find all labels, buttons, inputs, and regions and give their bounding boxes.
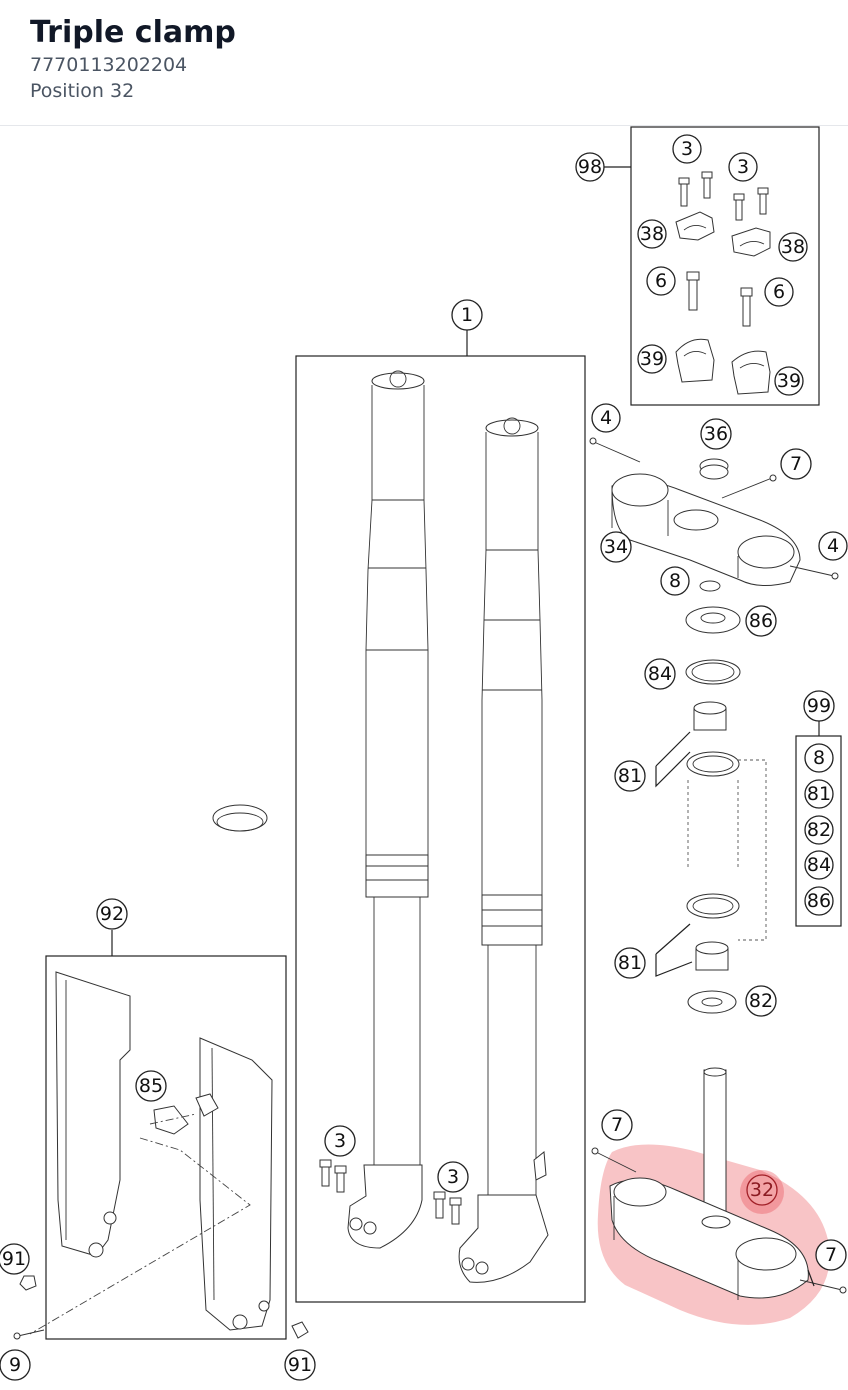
screw-parts — [678, 171, 769, 221]
svg-text:4: 4 — [600, 407, 612, 429]
svg-text:3: 3 — [681, 138, 693, 160]
header: Triple clamp 7770113202204 Position 32 — [0, 0, 848, 126]
svg-text:86: 86 — [749, 610, 773, 632]
kit-item-86[interactable]: 86 — [804, 886, 834, 916]
callout-98[interactable]: 98 — [575, 152, 605, 182]
callout-36[interactable]: 36 — [700, 418, 732, 450]
page-title: Triple clamp — [30, 15, 236, 50]
callout-34[interactable]: 34 — [600, 531, 632, 563]
svg-text:8: 8 — [669, 570, 681, 592]
svg-text:9: 9 — [9, 1354, 21, 1376]
callout-6[interactable]: 6 — [646, 266, 676, 296]
svg-text:81: 81 — [618, 952, 642, 974]
callout-3[interactable]: 3 — [672, 134, 702, 164]
svg-text:91: 91 — [2, 1248, 26, 1270]
small-screw-parts — [13, 1275, 309, 1340]
callout-82[interactable]: 82 — [745, 985, 777, 1017]
svg-text:38: 38 — [640, 223, 664, 245]
bearing-kit-box — [795, 720, 842, 927]
svg-text:3: 3 — [737, 156, 749, 178]
svg-text:34: 34 — [604, 536, 628, 558]
svg-text:4: 4 — [827, 535, 839, 557]
callout-7[interactable]: 7 — [815, 1239, 847, 1271]
svg-text:3: 3 — [447, 1166, 459, 1188]
callout-3[interactable]: 3 — [437, 1161, 469, 1193]
svg-text:38: 38 — [781, 236, 805, 258]
svg-text:8: 8 — [813, 747, 825, 769]
svg-text:82: 82 — [807, 819, 831, 841]
kit-item-84[interactable]: 84 — [804, 850, 834, 880]
svg-text:36: 36 — [704, 423, 728, 445]
callout-6[interactable]: 6 — [764, 277, 794, 307]
svg-text:99: 99 — [807, 695, 831, 717]
left-fork-leg — [347, 370, 429, 1249]
callout-91[interactable]: 91 — [0, 1243, 30, 1275]
svg-text:7: 7 — [790, 453, 802, 475]
callout-7[interactable]: 7 — [780, 448, 812, 480]
fork-legs-box — [295, 330, 586, 1303]
callout-99[interactable]: 99 — [803, 690, 835, 722]
lower-triple-clamp-32 — [591, 1067, 847, 1300]
svg-text:84: 84 — [648, 663, 672, 685]
callout-1[interactable]: 1 — [451, 299, 483, 331]
svg-text:81: 81 — [807, 783, 831, 805]
part-number: 7770113202204 — [30, 54, 188, 76]
svg-text:86: 86 — [807, 890, 831, 912]
callout-85[interactable]: 85 — [135, 1070, 167, 1102]
kit-item-81[interactable]: 81 — [804, 779, 834, 809]
svg-text:82: 82 — [749, 990, 773, 1012]
callout-91[interactable]: 91 — [284, 1349, 316, 1381]
callout-9[interactable]: 9 — [0, 1349, 31, 1381]
fork-protector-box — [29, 930, 287, 1340]
callout-86[interactable]: 86 — [745, 605, 777, 637]
svg-text:7: 7 — [825, 1244, 837, 1266]
callout-81[interactable]: 81 — [614, 760, 646, 792]
svg-text:85: 85 — [139, 1075, 163, 1097]
callout-4[interactable]: 4 — [591, 403, 621, 433]
callout-8[interactable]: 8 — [660, 566, 690, 596]
svg-text:32: 32 — [750, 1179, 774, 1201]
svg-text:39: 39 — [777, 370, 801, 392]
svg-text:98: 98 — [578, 156, 602, 178]
callout-81[interactable]: 81 — [614, 947, 646, 979]
kit-item-8[interactable]: 8 — [804, 743, 834, 773]
svg-text:91: 91 — [288, 1354, 312, 1376]
right-fork-leg — [458, 417, 549, 1283]
svg-text:81: 81 — [618, 765, 642, 787]
svg-text:92: 92 — [100, 903, 124, 925]
svg-text:7: 7 — [611, 1114, 623, 1136]
handlebar-clamp-kit-box — [604, 126, 820, 406]
svg-text:39: 39 — [640, 348, 664, 370]
svg-text:1: 1 — [461, 304, 473, 326]
svg-text:84: 84 — [807, 854, 831, 876]
callout-32-highlighted[interactable]: 32 — [746, 1174, 778, 1206]
svg-text:6: 6 — [773, 281, 785, 303]
callout-7[interactable]: 7 — [601, 1109, 633, 1141]
fork-ring-part — [212, 804, 268, 832]
callout-84[interactable]: 84 — [644, 658, 676, 690]
callout-92[interactable]: 92 — [96, 898, 128, 930]
callout-38[interactable]: 38 — [778, 232, 808, 262]
callout-39[interactable]: 39 — [637, 344, 667, 374]
svg-text:3: 3 — [334, 1130, 346, 1152]
callout-4[interactable]: 4 — [818, 531, 848, 561]
position-label: Position 32 — [30, 80, 135, 102]
callout-3[interactable]: 3 — [728, 152, 758, 182]
steering-bearing-parts — [655, 580, 767, 1014]
kit-item-82[interactable]: 82 — [804, 815, 834, 845]
callout-39[interactable]: 39 — [774, 366, 804, 396]
svg-text:6: 6 — [655, 270, 667, 292]
callout-38[interactable]: 38 — [637, 219, 667, 249]
callout-3[interactable]: 3 — [324, 1125, 356, 1157]
